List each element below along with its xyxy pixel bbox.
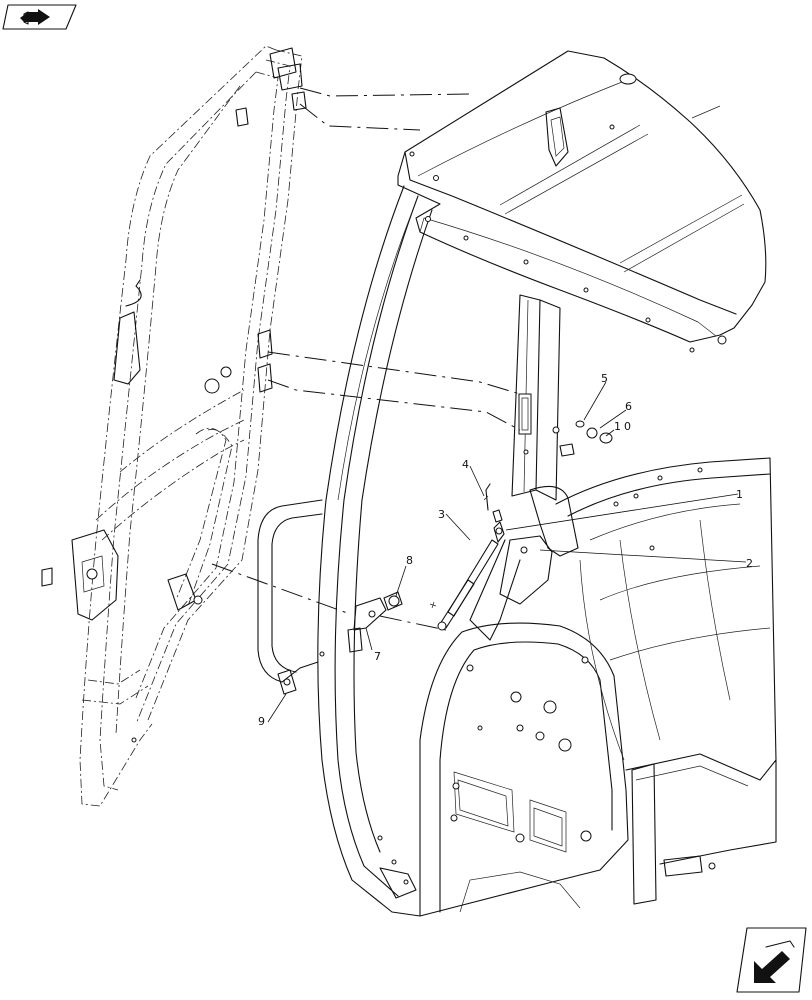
callout-labels: 1 2 3 4 5 6 7 8 9 10 <box>258 372 753 728</box>
assembly-lines <box>211 87 521 631</box>
door-assembly <box>41 45 307 807</box>
hinge-bracket <box>347 591 403 653</box>
callout-1: 1 <box>736 488 743 501</box>
callout-10: 10 <box>614 420 634 433</box>
callout-7: 7 <box>374 650 381 663</box>
gas-strut-assembly <box>429 483 579 641</box>
callout-6: 6 <box>625 400 632 413</box>
cab-frame <box>317 185 433 917</box>
callout-5: 5 <box>601 372 608 385</box>
seat-console <box>419 622 629 917</box>
callout-4: 4 <box>462 458 469 471</box>
callout-leaders <box>267 381 747 723</box>
fastener-stack <box>552 420 613 457</box>
callout-3: 3 <box>438 508 445 521</box>
callout-9: 9 <box>258 715 265 728</box>
arrow-bottom-left-icon[interactable] <box>736 927 807 993</box>
grab-handle <box>257 499 323 695</box>
book-arrow-icon[interactable] <box>2 4 77 30</box>
callout-2: 2 <box>746 557 753 570</box>
rear-post <box>511 294 561 501</box>
callout-8: 8 <box>406 554 413 567</box>
cab-roof <box>397 50 767 353</box>
rear-fender <box>555 457 777 905</box>
